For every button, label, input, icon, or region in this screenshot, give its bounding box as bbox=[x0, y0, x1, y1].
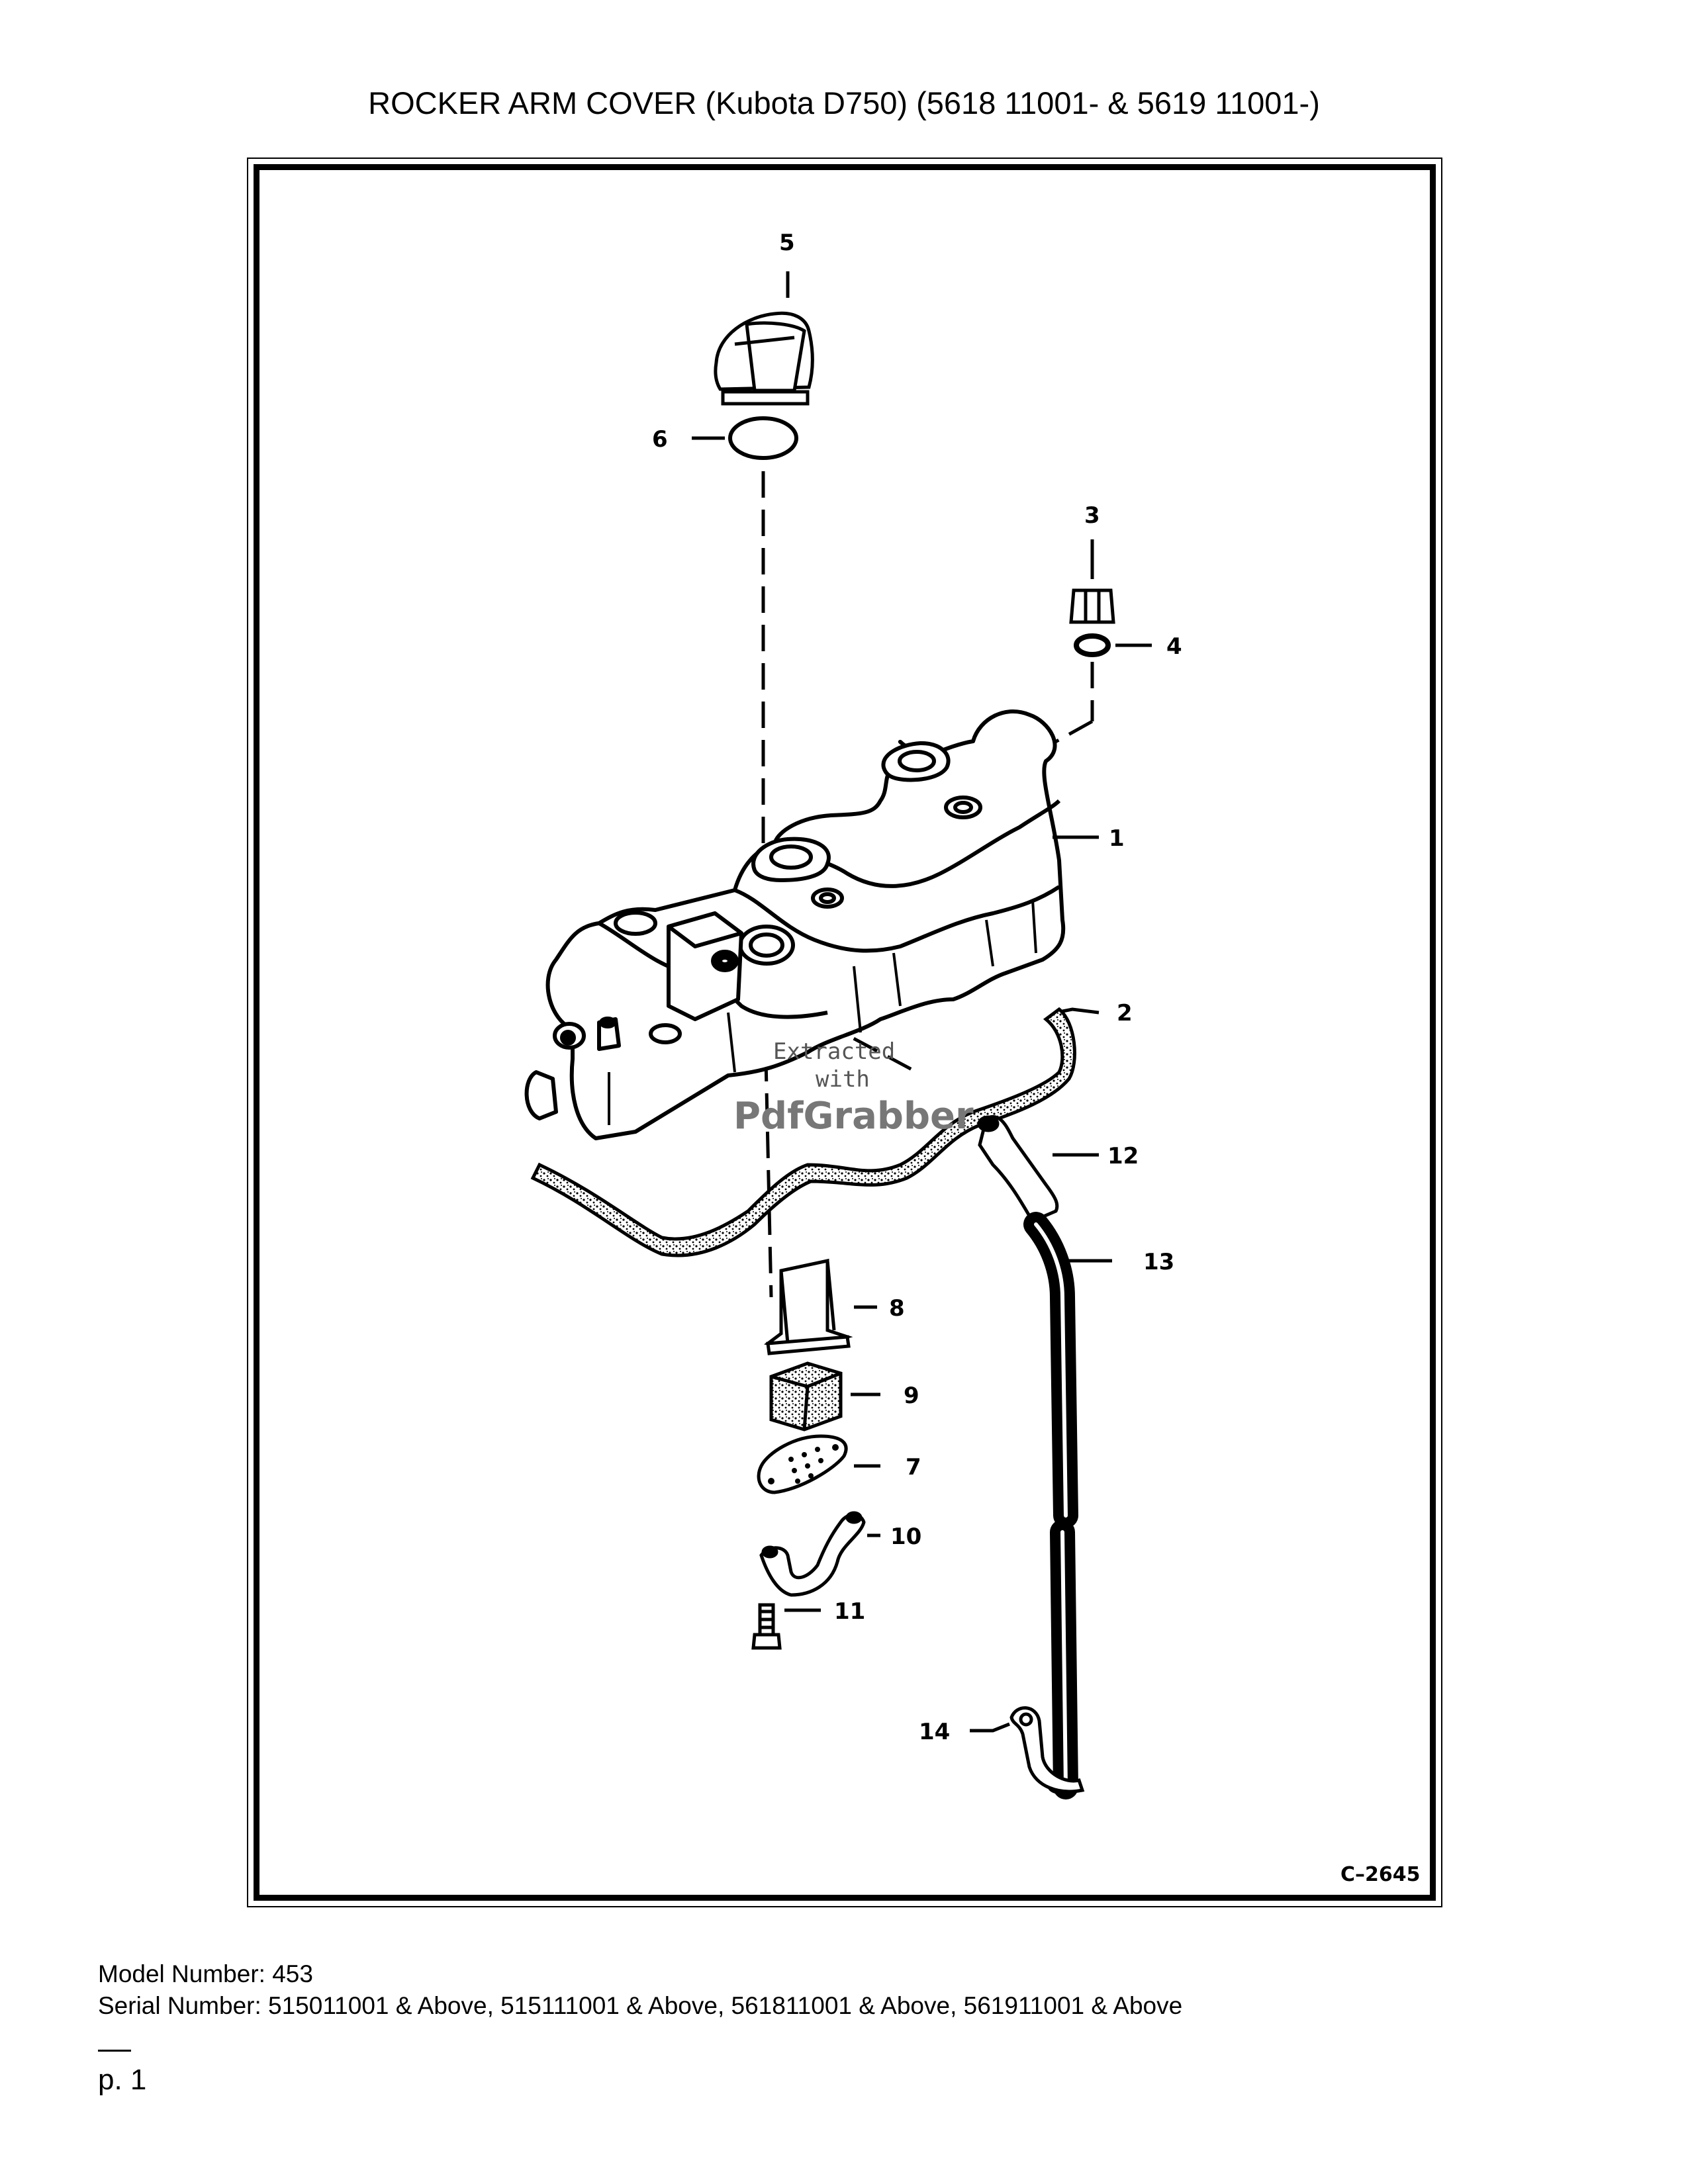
diagram-frame bbox=[254, 164, 1436, 1901]
callout-10: 10 bbox=[890, 1524, 921, 1550]
watermark-line-3: PdfGrabber bbox=[733, 1095, 974, 1138]
separator-plate bbox=[764, 1258, 853, 1355]
tube-clamp bbox=[1009, 1706, 1085, 1794]
page-rule bbox=[98, 2050, 131, 2052]
callout-5: 5 bbox=[779, 230, 795, 256]
callout-13: 13 bbox=[1143, 1249, 1174, 1275]
watermark-line-2: with bbox=[816, 1066, 870, 1093]
leader-lines bbox=[692, 271, 1152, 1733]
o-ring bbox=[728, 416, 798, 460]
callout-9: 9 bbox=[904, 1383, 919, 1409]
callout-12: 12 bbox=[1107, 1143, 1139, 1169]
callout-4: 4 bbox=[1166, 633, 1182, 660]
callout-3: 3 bbox=[1084, 502, 1100, 529]
serial-number: Serial Number: 515011001 & Above, 515111… bbox=[98, 1992, 1183, 2019]
callout-11: 11 bbox=[834, 1598, 865, 1625]
breather-tube bbox=[1023, 1212, 1080, 1799]
callout-1: 1 bbox=[1109, 825, 1125, 852]
callout-2: 2 bbox=[1117, 1000, 1133, 1026]
callout-14: 14 bbox=[919, 1719, 950, 1745]
figure-code: C–2645 bbox=[1340, 1863, 1421, 1886]
filter-element bbox=[769, 1361, 843, 1432]
callout-7: 7 bbox=[906, 1454, 921, 1480]
callout-labels: 1 2 3 4 5 6 7 8 9 10 11 12 13 14 bbox=[652, 230, 1182, 1745]
callout-6: 6 bbox=[652, 426, 668, 453]
bolt bbox=[751, 1603, 782, 1650]
gasket bbox=[530, 1007, 1076, 1257]
page-title: ROCKER ARM COVER (Kubota D750) (5618 110… bbox=[368, 85, 1320, 120]
model-number: Model Number: 453 bbox=[98, 1960, 313, 1987]
oil-filler-cap bbox=[714, 311, 814, 406]
perforated-plate bbox=[757, 1434, 848, 1494]
watermark-line-1: Extracted bbox=[773, 1038, 895, 1065]
callout-8: 8 bbox=[889, 1295, 905, 1322]
page-number: p. 1 bbox=[98, 2064, 147, 2096]
diagram-frame-outer bbox=[247, 158, 1442, 1907]
watermark: Extracted with PdfGrabber bbox=[733, 1038, 974, 1138]
hose-elbow bbox=[977, 1115, 1059, 1224]
washer bbox=[1074, 633, 1111, 657]
rocker-arm-cover bbox=[524, 709, 1066, 1140]
cap-nut bbox=[1069, 588, 1115, 624]
bracket bbox=[759, 1511, 866, 1597]
